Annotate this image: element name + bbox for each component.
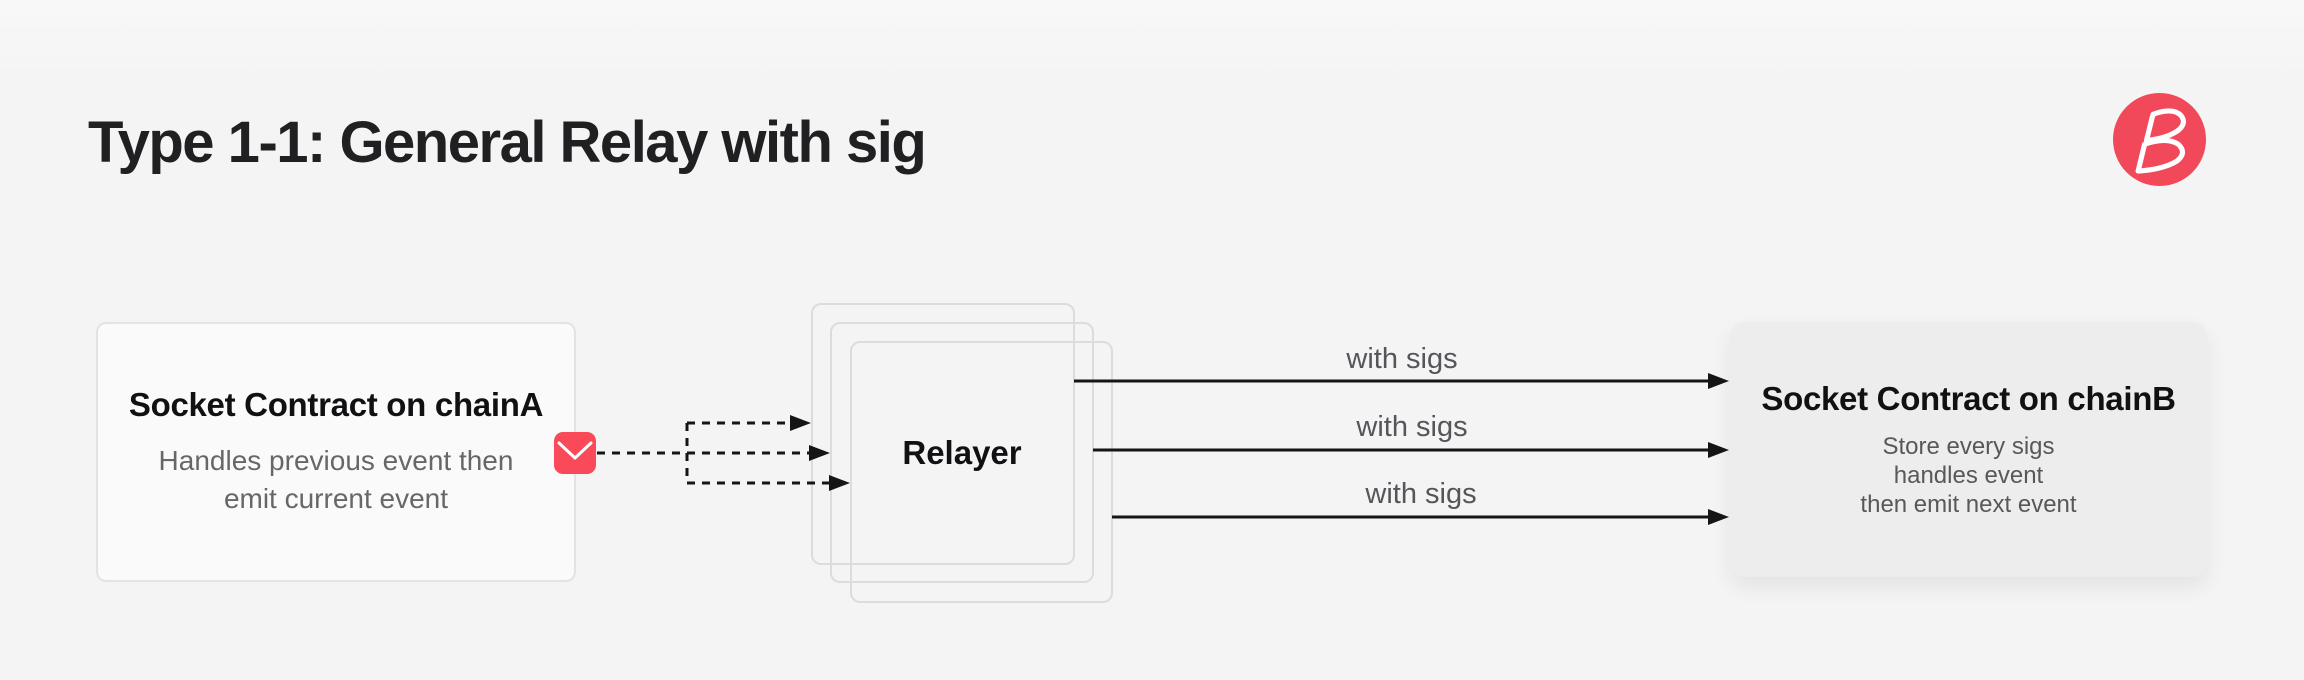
relayer-stack-box-front (850, 341, 1113, 603)
node-chain-a-description: Handles previous event then emit current… (159, 442, 514, 518)
brand-b-glyph (2135, 108, 2186, 174)
edge-label-with-sigs-2: with sigs (1356, 411, 1468, 443)
envelope-icon (554, 432, 596, 474)
node-chain-a-title: Socket Contract on chainA (128, 386, 544, 423)
node-socket-contract-chain-a: Socket Contract on chainA Handles previo… (96, 322, 576, 582)
node-chain-b-desc-line2: handles event (1893, 462, 2044, 489)
node-chain-a-desc-line2: emit current event (223, 483, 449, 514)
relayer-stack-box-middle (830, 322, 1094, 583)
solid-arrowheads (1708, 373, 1729, 525)
node-chain-b-title: Socket Contract on chainB (1761, 380, 2176, 417)
relayer-stack-box-back (811, 303, 1075, 565)
node-socket-contract-chain-b: Socket Contract on chainB Store every si… (1730, 322, 2207, 577)
edge-label-with-sigs-1: with sigs (1346, 343, 1458, 375)
dashed-message-lines (597, 421, 832, 485)
node-chain-b-desc-line1: Store every sigs (1882, 433, 2055, 460)
node-chain-a-desc-line1: Handles previous event then (158, 445, 514, 476)
edge-label-with-sigs-3: with sigs (1365, 478, 1477, 510)
node-chain-b-description: Store every sigs handles event then emit… (1860, 432, 2076, 519)
brand-logo-icon (2113, 93, 2206, 186)
page-title: Type 1-1: General Relay with sig (88, 110, 927, 175)
node-chain-b-desc-line3: then emit next event (1860, 491, 2077, 518)
relayer-label: Relayer (902, 434, 1022, 471)
